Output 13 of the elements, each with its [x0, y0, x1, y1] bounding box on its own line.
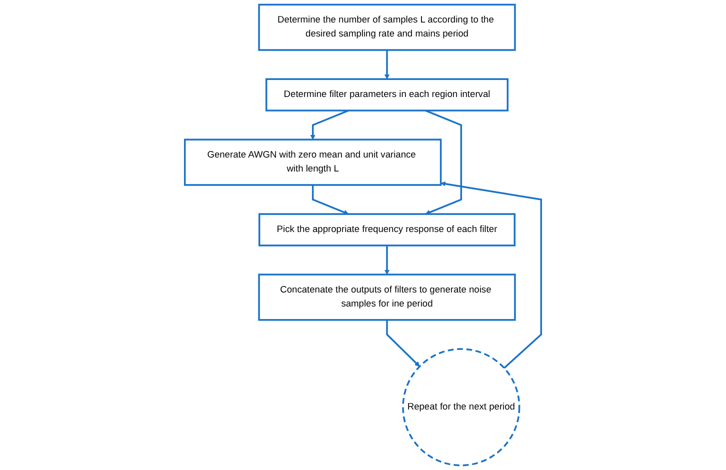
node-box: Determine the number of samples L according to the desired sampling rate and mains period — [258, 4, 516, 51]
arrow — [384, 50, 390, 80]
node-box: Pick the appropriate frequency response of each filter — [258, 213, 516, 246]
arrow — [310, 110, 349, 140]
arrow — [386, 320, 420, 367]
arrow — [312, 184, 349, 215]
node-circle: Repeat for the next period — [402, 348, 520, 466]
arrow — [384, 245, 390, 275]
node-box: Determine filter parameters in each region interval — [265, 78, 509, 112]
arrow — [425, 110, 462, 215]
node-box: Generate AWGN with zero mean and unit variance with length L — [184, 138, 442, 186]
arrow — [440, 181, 542, 369]
node-box: Concatenate the outputs of filters to generate noise samples for ine period — [258, 274, 516, 321]
